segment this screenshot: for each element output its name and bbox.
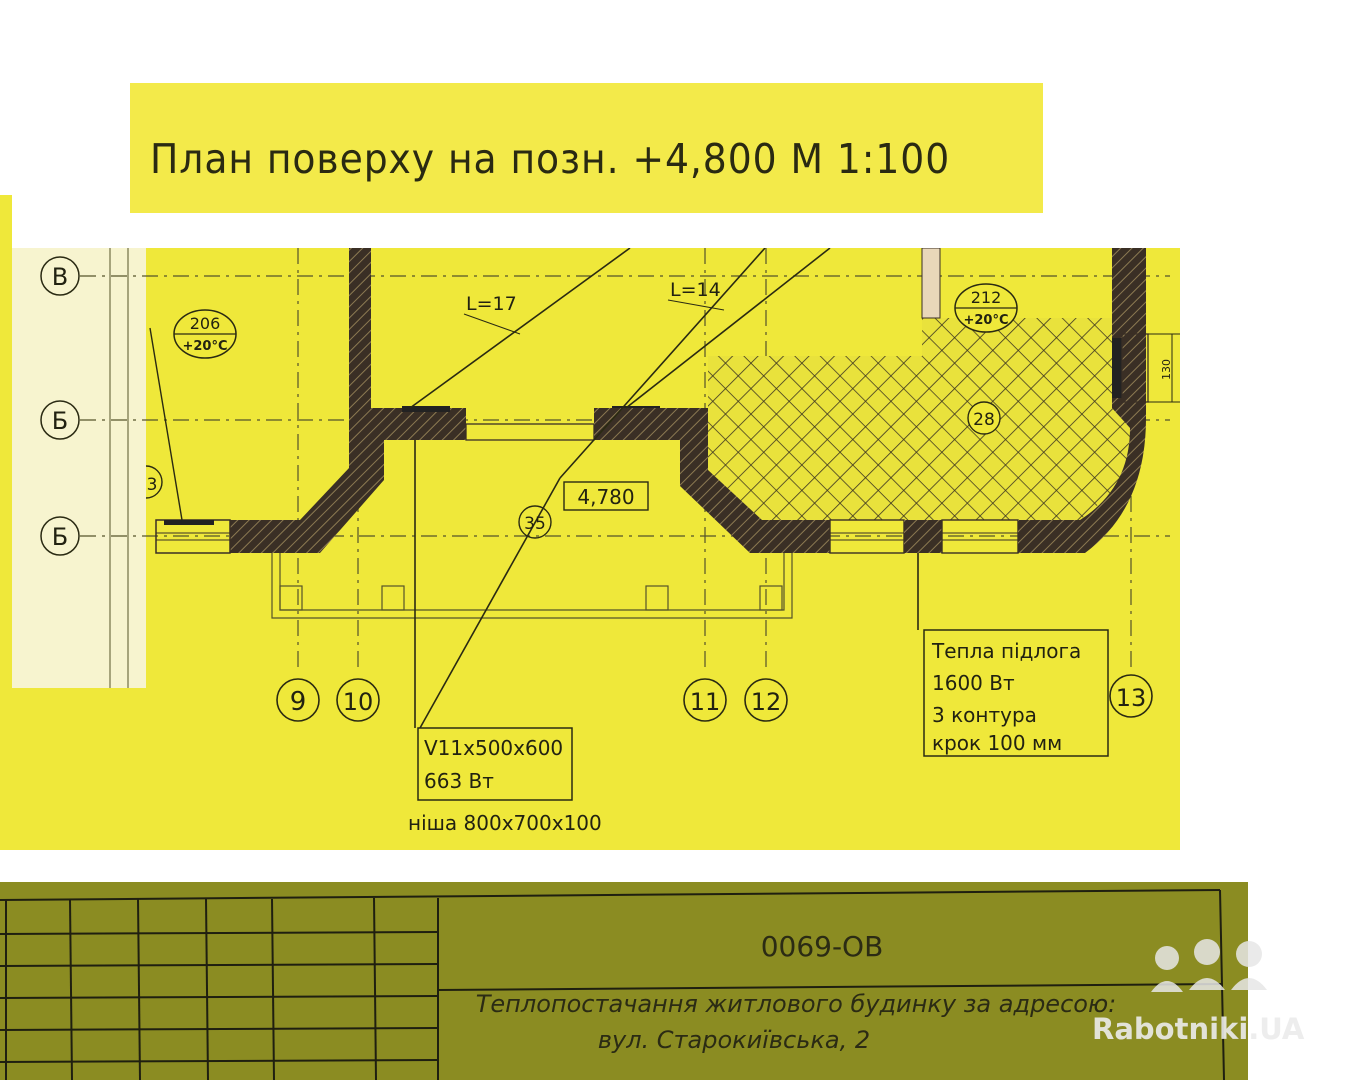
svg-text:206: 206: [190, 314, 221, 333]
svg-text:12: 12: [751, 688, 782, 716]
room-mark-35: 35: [518, 505, 552, 539]
svg-text:Тепла підлога: Тепла підлога: [931, 639, 1081, 663]
svg-text:35: 35: [524, 514, 546, 534]
level-mark: 4,780: [577, 485, 634, 509]
svg-text:крок 100 мм: крок 100 мм: [932, 731, 1062, 755]
window-right: [1121, 333, 1149, 403]
drawing-code: 0069-ОВ: [761, 930, 884, 963]
floor-heating-zone: [708, 318, 1130, 520]
wall-pier: [904, 520, 942, 553]
radiator-mark: [1112, 338, 1122, 398]
pipe-length-label: L=14: [670, 279, 721, 301]
svg-text:28: 28: [973, 410, 995, 430]
axis-bubble-12: 12: [744, 678, 788, 722]
dimension-label: 130: [1160, 359, 1173, 380]
axis-bubble-В: В: [40, 256, 80, 296]
pipe-length-label: L=17: [466, 293, 517, 315]
radiator-mark: [164, 520, 214, 525]
title-strip: План поверху на позн. +4,800 М 1:100: [130, 83, 1043, 213]
svg-text:+20°С: +20°С: [182, 339, 227, 354]
svg-text:13: 13: [1116, 684, 1147, 712]
room-mark-3: 3: [145, 465, 163, 499]
axis-bubble-13: 13: [1109, 674, 1153, 718]
svg-text:+20°С: +20°С: [963, 313, 1008, 328]
room-tag-206: 206 +20°С: [173, 309, 237, 359]
floor-heating-callout: Тепла підлога 1600 Вт 3 контура крок 100…: [923, 629, 1109, 757]
wall-left: [230, 408, 466, 553]
svg-text:ніша 800x700x100: ніша 800x700x100: [408, 811, 602, 835]
axis-bubble-10: 10: [336, 678, 380, 722]
title-block: 0069-ОВ Теплопостачання житлового будинк…: [0, 882, 1248, 1080]
radiator-mark: [402, 406, 450, 412]
plan-title: План поверху на позн. +4,800 М 1:100: [150, 135, 951, 183]
svg-text:Б: Б: [52, 523, 68, 551]
svg-text:Б: Б: [52, 407, 68, 435]
watermark-logo-icon: [1151, 939, 1267, 992]
balcony-outline: [271, 553, 793, 619]
room-mark-28: 28: [967, 401, 1001, 435]
level-mark-box: [563, 481, 649, 511]
axis-bubble-11: 11: [683, 678, 727, 722]
svg-text:9: 9: [290, 687, 307, 717]
svg-text:212: 212: [971, 288, 1002, 307]
wall-right: [594, 408, 830, 553]
window-middle: [465, 423, 595, 441]
svg-text:3 контура: 3 контура: [932, 703, 1037, 727]
room-tag-212: 212 +20°С: [954, 283, 1018, 333]
svg-text:10: 10: [343, 688, 374, 716]
wall-curved: [1018, 248, 1146, 553]
project-title-line1: Теплопостачання житлового будинку за адр…: [476, 990, 1117, 1018]
floor-plan: В Б Б: [0, 248, 1180, 850]
svg-text:В: В: [52, 263, 68, 291]
svg-text:663 Вт: 663 Вт: [424, 769, 494, 793]
radiator-callout: V11x500x600 663 Вт ніша 800x700x100: [408, 727, 602, 835]
wall-inner: [921, 248, 941, 319]
wall-vertical-left: [349, 248, 371, 408]
project-title-line2: вул. Старокиївська, 2: [598, 1026, 870, 1054]
svg-text:1600 Вт: 1600 Вт: [932, 671, 1015, 695]
paper-fold: [12, 248, 146, 688]
watermark-text: Rabotniki.UA: [1092, 1012, 1305, 1046]
axis-bubble-Б-upper: Б: [40, 400, 80, 440]
axis-bubble-Б-lower: Б: [40, 516, 80, 556]
axis-bubble-9: 9: [276, 678, 320, 722]
pipe-lines: [409, 248, 919, 729]
svg-text:V11x500x600: V11x500x600: [424, 736, 563, 760]
svg-text:11: 11: [690, 688, 721, 716]
title-block-drawing: 0069-ОВ Теплопостачання житлового будинк…: [0, 889, 1225, 1080]
svg-text:3: 3: [147, 475, 158, 495]
floor-plan-drawing: В Б Б: [12, 248, 1180, 835]
